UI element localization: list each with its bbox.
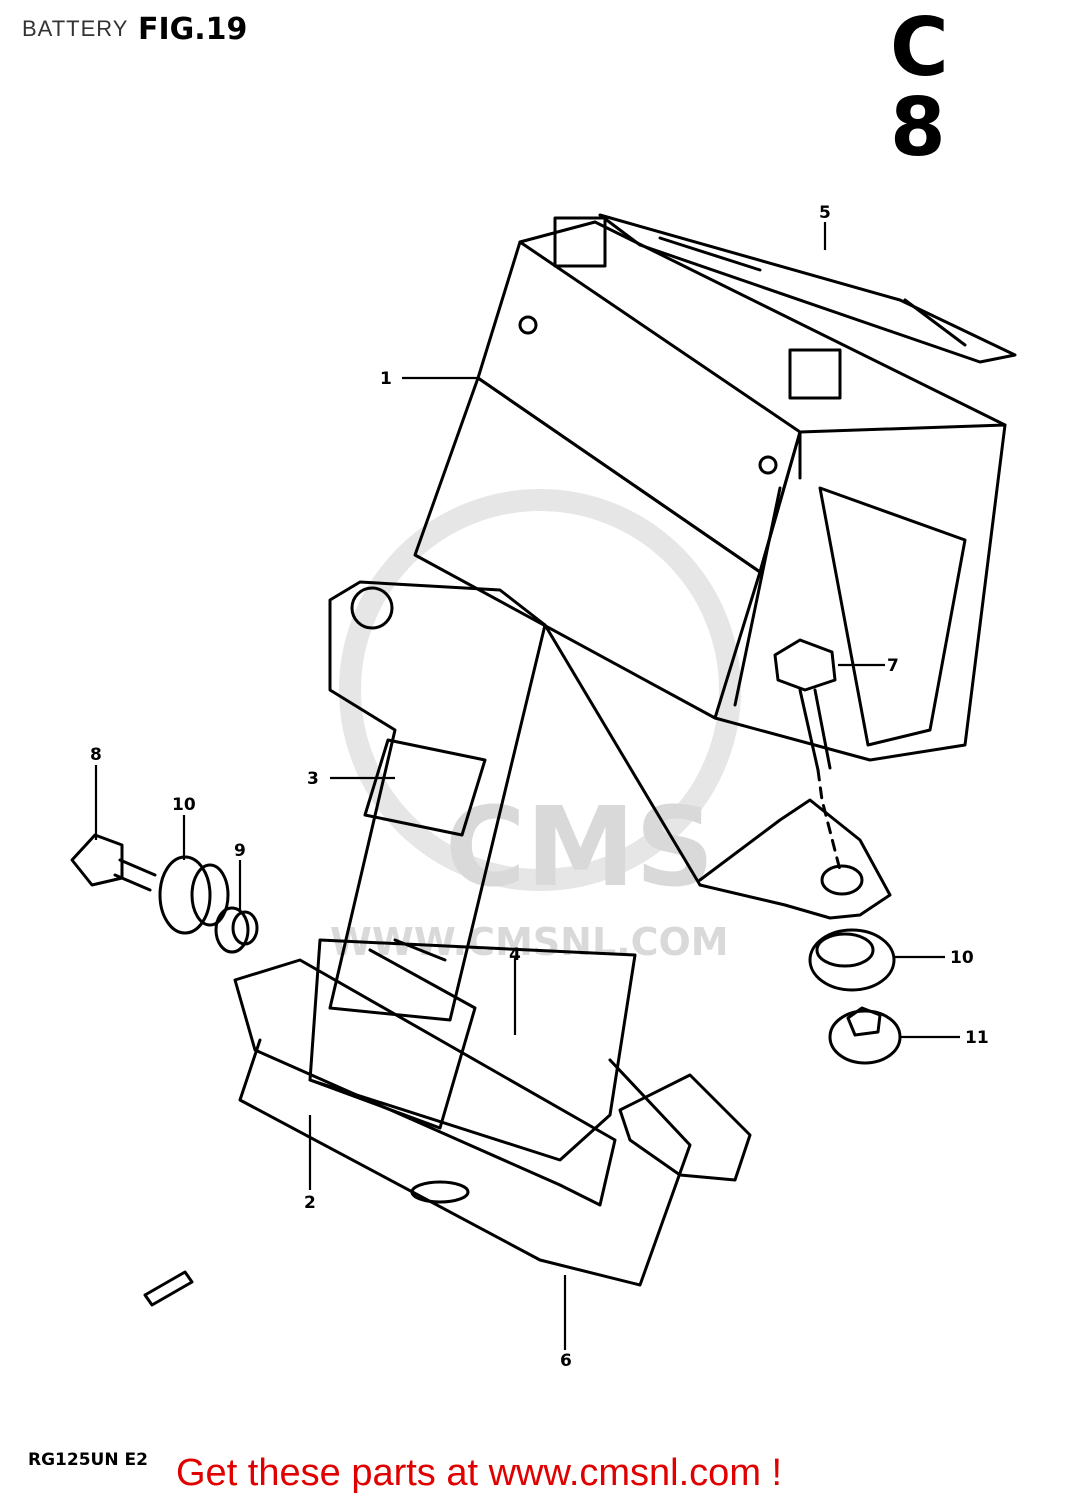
watermark-brand: CMS — [445, 783, 714, 911]
callout-4: 4 — [509, 945, 521, 965]
callout-9: 9 — [234, 841, 246, 861]
part-1-battery — [413, 216, 1007, 762]
callout-5: 5 — [819, 203, 831, 223]
callout-11: 11 — [965, 1028, 989, 1048]
callout-3: 3 — [307, 769, 319, 789]
part-2-damper — [233, 958, 752, 1207]
callout-1: 1 — [380, 369, 392, 389]
part-8-bolt — [70, 833, 157, 892]
callout-10-left: 10 — [172, 795, 196, 815]
figure-number: FIG.19 — [138, 12, 248, 47]
front-arrow-icon — [143, 1270, 194, 1307]
part-9-collar — [214, 906, 259, 954]
callout-8: 8 — [90, 745, 102, 765]
section-code: C 8 — [890, 1, 967, 174]
model-code: RG125UN E2 — [28, 1450, 148, 1470]
part-3-pad — [363, 738, 487, 837]
watermark: CMS WWW.CMSNL.COM — [330, 489, 741, 964]
watermark-logo — [339, 489, 741, 891]
callout-7: 7 — [887, 656, 899, 676]
callout-2: 2 — [304, 1193, 316, 1213]
part-11-nut — [828, 1006, 902, 1065]
part-4-tray — [308, 938, 637, 1162]
leader-lines — [94, 222, 960, 1350]
part-5-battery-band — [598, 213, 1017, 364]
part-10-grommet-right — [808, 928, 896, 992]
part-6-battery-holder — [238, 580, 892, 1287]
callout-10-right: 10 — [950, 948, 974, 968]
callout-6: 6 — [560, 1351, 572, 1371]
diagram-title: BATTERY — [22, 16, 129, 41]
part-7-bolt — [773, 638, 842, 872]
cta-link[interactable]: Get these parts at www.cmsnl.com ! — [176, 1452, 783, 1494]
callouts: 1 2 3 4 5 6 7 8 9 10 10 11 — [90, 203, 989, 1371]
